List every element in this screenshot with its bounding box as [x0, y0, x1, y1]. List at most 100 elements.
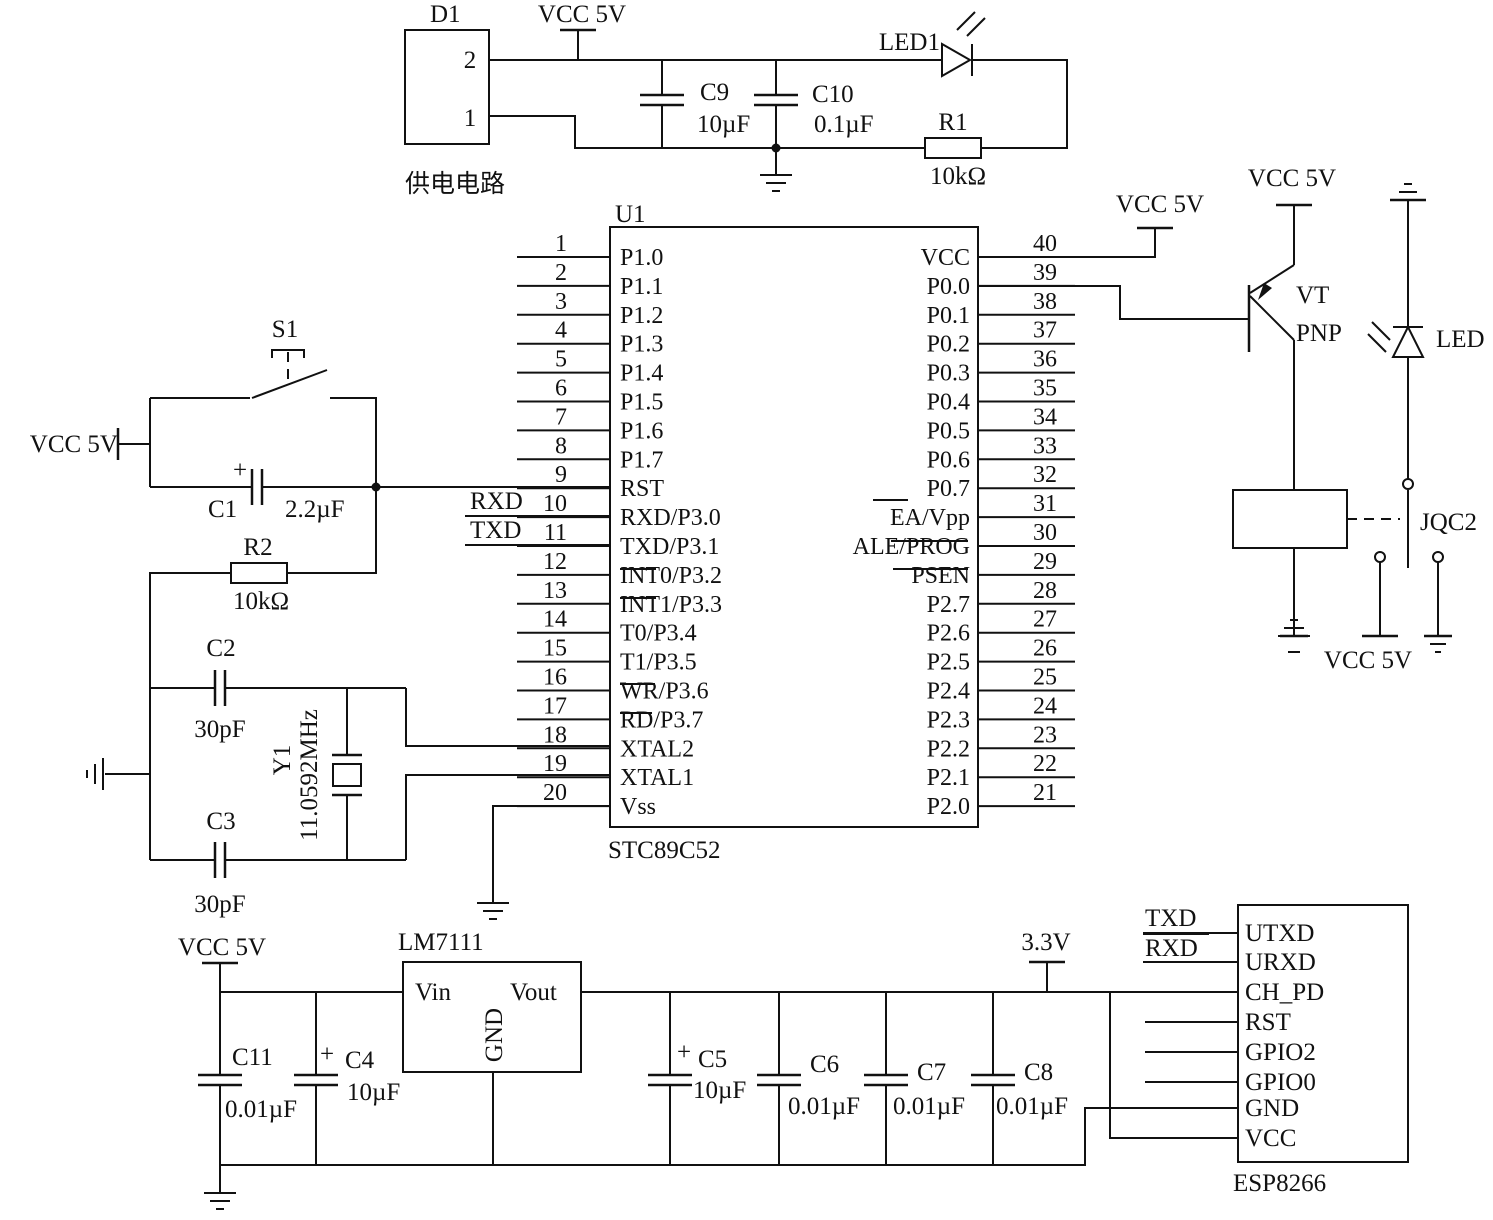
u1-left-pin-number: 19 — [543, 751, 567, 777]
esp8266-label: ESP8266 — [1233, 1170, 1326, 1197]
u1-left-pin-number: 5 — [555, 347, 567, 373]
c5-plus-sign: + — [677, 1039, 691, 1066]
u1-right-pin-name: P0.7 — [927, 476, 970, 502]
c7-value: 0.01µF — [893, 1093, 965, 1120]
esp8266-pin-name: CH_PD — [1245, 979, 1324, 1006]
u1-right-pin-name: P2.7 — [927, 592, 970, 618]
u1-left-pin-number: 17 — [543, 693, 567, 719]
u1-right-pin-name: P0.6 — [927, 447, 970, 473]
u1-left-pin-name: P1.7 — [620, 447, 663, 473]
u1-right-pin-number: 22 — [1033, 751, 1057, 777]
y1-value: 11.0592MHz — [296, 709, 323, 841]
u1-right-pin-number: 25 — [1033, 665, 1057, 691]
y1-label: Y1 — [269, 745, 296, 776]
u1-part-label: STC89C52 — [608, 837, 721, 864]
c3-label: C3 — [206, 808, 235, 835]
u1-left-pin-name: P1.0 — [620, 245, 663, 271]
u1-right-pin-number: 40 — [1033, 231, 1057, 257]
u1-left-pin-name: XTAL1 — [620, 765, 694, 791]
c11-label: C11 — [232, 1044, 273, 1071]
u1-right-pin-number: 33 — [1033, 433, 1057, 459]
u1-left-pin-number: 10 — [543, 491, 567, 517]
r2-right-wire — [287, 487, 377, 574]
s1-label: S1 — [272, 316, 298, 343]
u1-right-pin-number: 36 — [1033, 347, 1057, 373]
esp8266-pin-name: GND — [1245, 1095, 1299, 1122]
esp-rxd-net-label: RXD — [1145, 935, 1198, 962]
c9-value: 10µF — [697, 111, 750, 138]
led1-emit-ray — [956, 11, 976, 31]
reg-ground-rail — [220, 1107, 1238, 1166]
u1-left-pin-number: 3 — [555, 289, 567, 315]
u1-right-pin-name: P2.3 — [927, 707, 970, 733]
u1-left-pin-name: P1.1 — [620, 274, 663, 300]
u1-left-pin-name: RD/P3.7 — [620, 707, 703, 733]
reset-vcc-label: VCC 5V — [30, 431, 118, 458]
u1-left-pin-name: Vss — [620, 794, 656, 820]
u1-right-pin-name: P2.0 — [927, 794, 970, 820]
u1-right-pin-name: VCC — [921, 245, 970, 271]
u1-right-pin-number: 35 — [1033, 376, 1057, 402]
u1-right-pin-name: P2.1 — [927, 765, 970, 791]
c1-plus-sign: + — [233, 457, 247, 484]
esp8266-pin-name: GPIO0 — [1245, 1069, 1316, 1096]
esp8266-pin-name: VCC — [1245, 1125, 1296, 1152]
c4-label: C4 — [345, 1047, 375, 1074]
u1-right-pin-number: 27 — [1033, 607, 1057, 633]
u1-left-pin-number: 2 — [555, 260, 567, 286]
d1-label: D1 — [430, 1, 461, 28]
u1-left-pin-name: INT0/P3.2 — [620, 563, 722, 589]
u1-right-pin-name: P2.4 — [927, 679, 970, 705]
u1-right-pin-number: 34 — [1033, 404, 1057, 430]
led1-emit-ray — [966, 17, 986, 37]
u1-left-pin-number: 18 — [543, 722, 567, 748]
c2-label: C2 — [206, 635, 235, 662]
u1-right-pin-number: 28 — [1033, 578, 1057, 604]
c6-label: C6 — [810, 1051, 839, 1078]
u1-right-pin-name: P2.6 — [927, 621, 970, 647]
u1-left-pin-number: 16 — [543, 665, 567, 691]
lm7111-vout: Vout — [510, 979, 557, 1006]
u1-right-pin-name: P0.2 — [927, 332, 970, 358]
c4-value: 10µF — [347, 1079, 400, 1106]
c5-label: C5 — [698, 1046, 727, 1073]
u1-right-pin-number: 29 — [1033, 549, 1057, 575]
u1-left-pin-name: P1.5 — [620, 390, 663, 416]
u1-right-pin-number: 26 — [1033, 636, 1057, 662]
c8-value: 0.01µF — [996, 1093, 1068, 1120]
jqc2-label: JQC2 — [1420, 509, 1477, 536]
relay-contact-nc — [1374, 551, 1386, 563]
c10-label: C10 — [812, 81, 854, 108]
u1-left-pin-number: 11 — [544, 520, 567, 546]
u1-right-pin-name: PSEN — [911, 563, 970, 589]
u1-left-pin-number: 4 — [555, 318, 567, 344]
u1-right-pin-name: P0.5 — [927, 418, 970, 444]
u1-mcu-body — [609, 226, 979, 828]
c8-label: C8 — [1024, 1059, 1053, 1086]
relay-vcc-bottom-label: VCC 5V — [1324, 647, 1412, 674]
c10-value: 0.1µF — [814, 111, 874, 138]
u1-right-pin-name: EA/Vpp — [890, 505, 970, 531]
u1-left-pin-name: RXD/P3.0 — [620, 505, 721, 531]
u1-right-pin-number: 38 — [1033, 289, 1057, 315]
d1-pin2-label: 2 — [464, 47, 477, 74]
d1-vcc-label: VCC 5V — [538, 1, 626, 28]
r1-value: 10kΩ — [930, 163, 986, 190]
lm7111-gnd: GND — [481, 1008, 508, 1062]
u1-right-pin-number: 31 — [1033, 491, 1057, 517]
lm7111-vin: Vin — [415, 979, 451, 1006]
xtal1-wire — [405, 774, 610, 860]
u1-left-pin-name: INT1/P3.3 — [620, 592, 722, 618]
u1-right-pin-name: P0.0 — [927, 274, 970, 300]
c9-label: C9 — [700, 79, 729, 106]
u1-left-pin-name: WR/P3.6 — [620, 679, 709, 705]
vt-emitter-arrow — [1258, 283, 1272, 300]
u1-right-pin-name: P2.5 — [927, 650, 970, 676]
u1-ref-label: U1 — [615, 201, 646, 228]
u1-left-pin-number: 15 — [543, 636, 567, 662]
u1-right-pin-name: ALE/PROG — [853, 534, 970, 560]
u1-left-pin-number: 1 — [555, 231, 567, 257]
u1-vcc-wire — [978, 228, 1156, 258]
u1-vss-wire — [492, 805, 610, 903]
esp8266-pin-name: RST — [1245, 1009, 1291, 1036]
